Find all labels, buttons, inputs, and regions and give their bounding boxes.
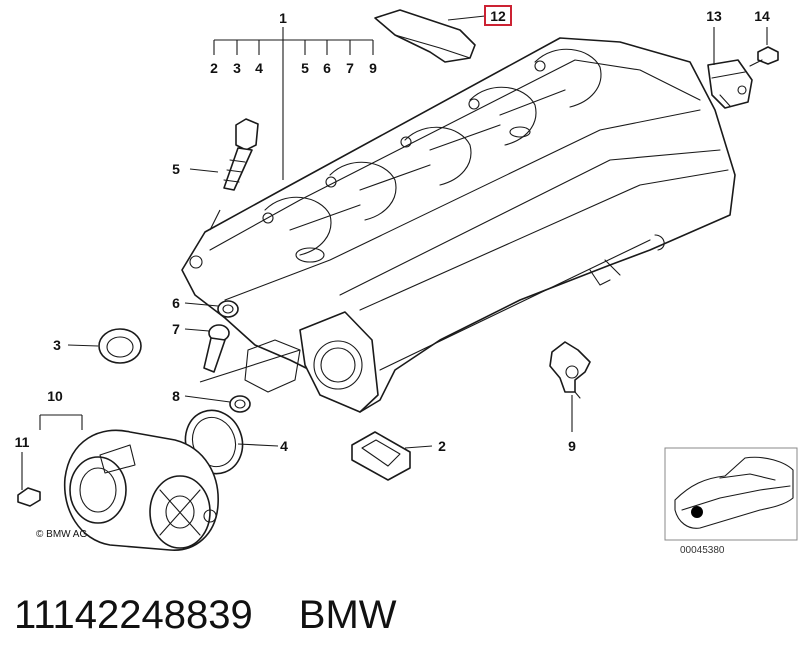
callout-5-group: 5 (301, 60, 309, 76)
callout-8: 8 (172, 388, 180, 404)
callout-4-group: 4 (255, 60, 263, 76)
callout-2-group: 2 (210, 60, 218, 76)
callout-3: 3 (53, 337, 61, 353)
parts-diagram: 1 2 3 4 5 6 7 9 12 13 14 5 6 7 3 10 8 4 … (15, 5, 798, 556)
part-8-ring-drawing (229, 395, 251, 413)
leader-lines (21, 15, 768, 490)
part-3-ring-drawing (98, 328, 142, 364)
part-10-throttle-body-drawing (63, 429, 219, 551)
callout-13: 13 (706, 8, 722, 24)
part-13-sensor-drawing (707, 59, 753, 109)
intake-manifold-drawing (181, 37, 736, 413)
part-2-gasket-drawing (351, 431, 411, 481)
callout-4: 4 (280, 438, 288, 454)
callout-1: 1 (279, 10, 287, 26)
part-11-screw-drawing (17, 487, 41, 507)
location-marker-dot (691, 506, 703, 518)
callout-5: 5 (172, 161, 180, 177)
part-7-bolt-drawing (203, 324, 230, 373)
inset-frame (664, 447, 798, 541)
part-caption: 11142248839 BMW (14, 587, 397, 643)
part-12-drawing (374, 9, 476, 63)
part-5-stud-drawing (223, 118, 259, 191)
callout-6-group: 6 (323, 60, 331, 76)
callout-11: 11 (15, 434, 30, 450)
callout-12-highlight-box (484, 5, 512, 26)
part-14-bolt-drawing (749, 46, 779, 67)
car-outline-icon (674, 456, 794, 529)
part-6-ring-drawing (217, 300, 239, 318)
callout-14: 14 (754, 8, 770, 24)
callout-7: 7 (172, 321, 180, 337)
callout-6: 6 (172, 295, 180, 311)
callout-10: 10 (47, 388, 63, 404)
brand-name: BMW (298, 593, 397, 637)
callout-9: 9 (568, 438, 576, 454)
callout-2: 2 (438, 438, 446, 454)
callout-labels: 1 2 3 4 5 6 7 9 12 13 14 5 6 7 3 10 8 4 … (15, 5, 770, 540)
callout-7-group: 7 (346, 60, 354, 76)
part-number: 11142248839 (14, 593, 253, 637)
callout-3-group: 3 (233, 60, 241, 76)
callout-9-group: 9 (369, 60, 377, 76)
inset-reference-number: 00045380 (680, 545, 725, 556)
part-9-sensor-drawing (549, 341, 591, 399)
vehicle-location-inset: 00045380 (664, 447, 798, 556)
callout-12[interactable]: 12 (490, 8, 506, 24)
copyright-text: © BMW AG (36, 529, 87, 540)
